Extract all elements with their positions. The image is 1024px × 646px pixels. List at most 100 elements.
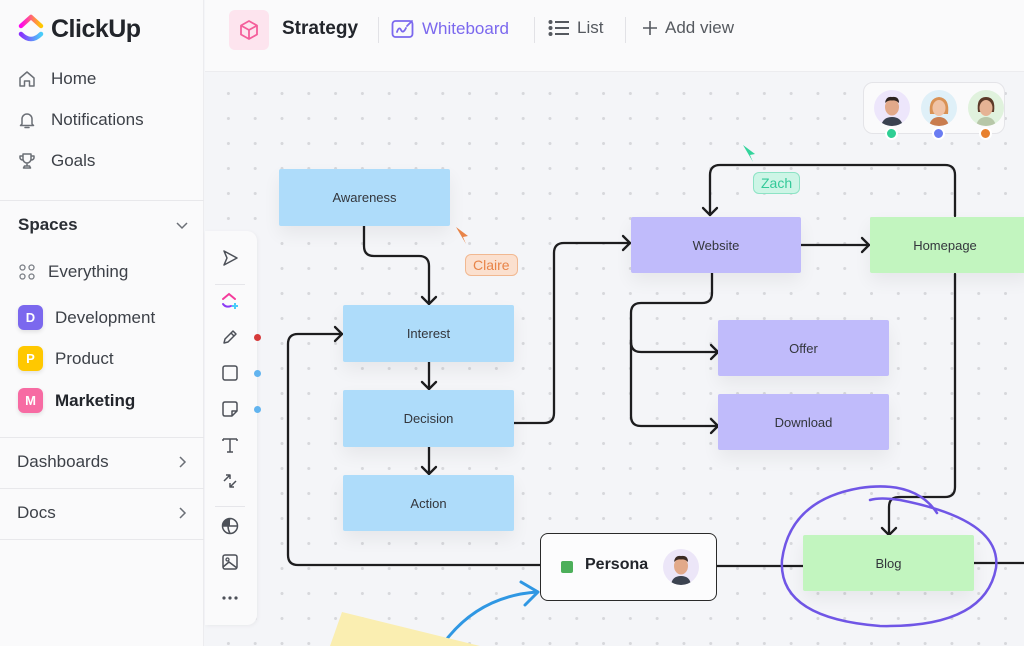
person-avatar-icon [929, 97, 949, 126]
square-icon [222, 365, 238, 381]
sidebar-item-home[interactable]: Home [17, 69, 96, 89]
space-item-product[interactable]: P Product [18, 346, 114, 371]
avatar-collaborator-3[interactable] [968, 90, 1004, 126]
persona-status-square [561, 561, 573, 573]
spaces-section-toggle[interactable]: Spaces [18, 215, 189, 235]
tab-label: List [577, 18, 604, 37]
sidebar-item-dashboards[interactable]: Dashboards [17, 452, 189, 472]
sidebar-item-label: Goals [51, 151, 96, 170]
node-download[interactable]: Download [718, 394, 889, 450]
space-label: Everything [48, 262, 129, 281]
more-tools-button[interactable] [219, 587, 241, 609]
globe-icon [221, 517, 239, 535]
cursor-zach-icon [743, 145, 755, 162]
trophy-icon [19, 153, 35, 169]
page-title: Strategy [282, 18, 359, 39]
image-icon [222, 554, 238, 570]
node-label: Download [774, 414, 833, 430]
pen-color-dot [254, 334, 261, 341]
node-label: Website [692, 237, 740, 253]
space-item-development[interactable]: D Development [18, 305, 155, 330]
chevron-right-icon [179, 507, 187, 519]
home-icon [19, 71, 35, 87]
connector-icon [223, 474, 237, 488]
sidebar-item-label: Dashboards [17, 452, 109, 471]
clickup-add-icon [222, 292, 238, 309]
persona-card[interactable]: Persona [540, 533, 717, 601]
whiteboard-toolbar [205, 231, 261, 625]
app-name: ClickUp [51, 14, 141, 43]
sidebar: ClickUp Home Notifications Goals Spaces … [0, 0, 204, 646]
tab-label: Whiteboard [422, 19, 509, 38]
list-icon [548, 20, 569, 36]
clickup-add-tool[interactable] [219, 290, 241, 312]
chevron-right-icon [179, 456, 187, 468]
clickup-logo[interactable]: ClickUp [18, 14, 141, 44]
clickup-logo-icon [18, 14, 44, 42]
sidebar-item-notifications[interactable]: Notifications [17, 110, 144, 130]
tab-label: Add view [665, 18, 734, 37]
node-decision[interactable]: Decision [343, 390, 514, 447]
sidebar-divider [0, 488, 204, 489]
whiteboard-icon [391, 20, 414, 38]
bell-icon [19, 113, 35, 129]
shape-color-dot [254, 370, 261, 377]
cube-icon [240, 20, 258, 40]
status-dot-online [979, 127, 992, 140]
tab-list[interactable]: List [548, 18, 603, 38]
node-offer[interactable]: Offer [718, 320, 889, 376]
text-icon [222, 438, 238, 453]
sidebar-item-docs[interactable]: Docs [17, 503, 189, 523]
spaces-title: Spaces [18, 215, 78, 234]
cursor-label-claire: Claire [465, 254, 518, 276]
sticky-note-tool[interactable] [219, 398, 241, 420]
node-label: Awareness [332, 190, 397, 205]
space-badge: D [18, 305, 43, 330]
tab-whiteboard[interactable]: Whiteboard [391, 18, 509, 40]
space-label: Product [55, 348, 114, 368]
text-tool[interactable] [219, 434, 241, 456]
node-label: Action [410, 495, 447, 511]
header: Strategy Whiteboard List Add view [205, 0, 1024, 72]
node-blog[interactable]: Blog [803, 535, 974, 591]
sidebar-divider [0, 437, 204, 438]
pen-tool[interactable] [219, 326, 241, 348]
space-item-marketing[interactable]: M Marketing [18, 388, 135, 413]
add-view-button[interactable]: Add view [642, 18, 734, 38]
sticky-note-icon [222, 401, 238, 417]
space-icon [229, 10, 269, 50]
space-item-everything[interactable]: Everything [18, 262, 128, 282]
collaborators-panel [863, 82, 1005, 140]
persona-label: Persona [585, 556, 649, 573]
node-website[interactable]: Website [631, 217, 801, 273]
person-avatar-icon [671, 555, 691, 585]
node-awareness[interactable]: Awareness [279, 169, 450, 226]
sidebar-divider [0, 200, 204, 201]
toolbar-divider [215, 284, 245, 285]
space-label: Marketing [55, 390, 136, 410]
node-label: Interest [406, 326, 451, 341]
sidebar-divider [0, 539, 204, 540]
node-homepage[interactable]: Homepage [870, 217, 1024, 273]
grid-icon [19, 264, 35, 280]
avatar-collaborator-2[interactable] [921, 90, 957, 126]
shape-tool[interactable] [219, 362, 241, 384]
embed-tool[interactable] [219, 515, 241, 537]
status-dot-online [885, 127, 898, 140]
sidebar-item-label: Docs [17, 503, 56, 522]
avatar-collaborator-1[interactable] [874, 90, 910, 126]
image-tool[interactable] [219, 551, 241, 573]
pointer-icon [223, 250, 238, 266]
chevron-down-icon [176, 222, 188, 230]
sidebar-item-goals[interactable]: Goals [17, 151, 95, 171]
person-avatar-icon [881, 96, 903, 126]
header-divider [534, 17, 535, 43]
node-interest[interactable]: Interest [343, 305, 514, 362]
node-action[interactable]: Action [343, 475, 514, 531]
sidebar-item-label: Home [51, 69, 97, 88]
plus-icon [643, 21, 657, 35]
node-label: Offer [789, 340, 818, 356]
select-tool[interactable] [219, 247, 241, 269]
avatar [663, 549, 699, 585]
connector-tool[interactable] [219, 470, 241, 492]
